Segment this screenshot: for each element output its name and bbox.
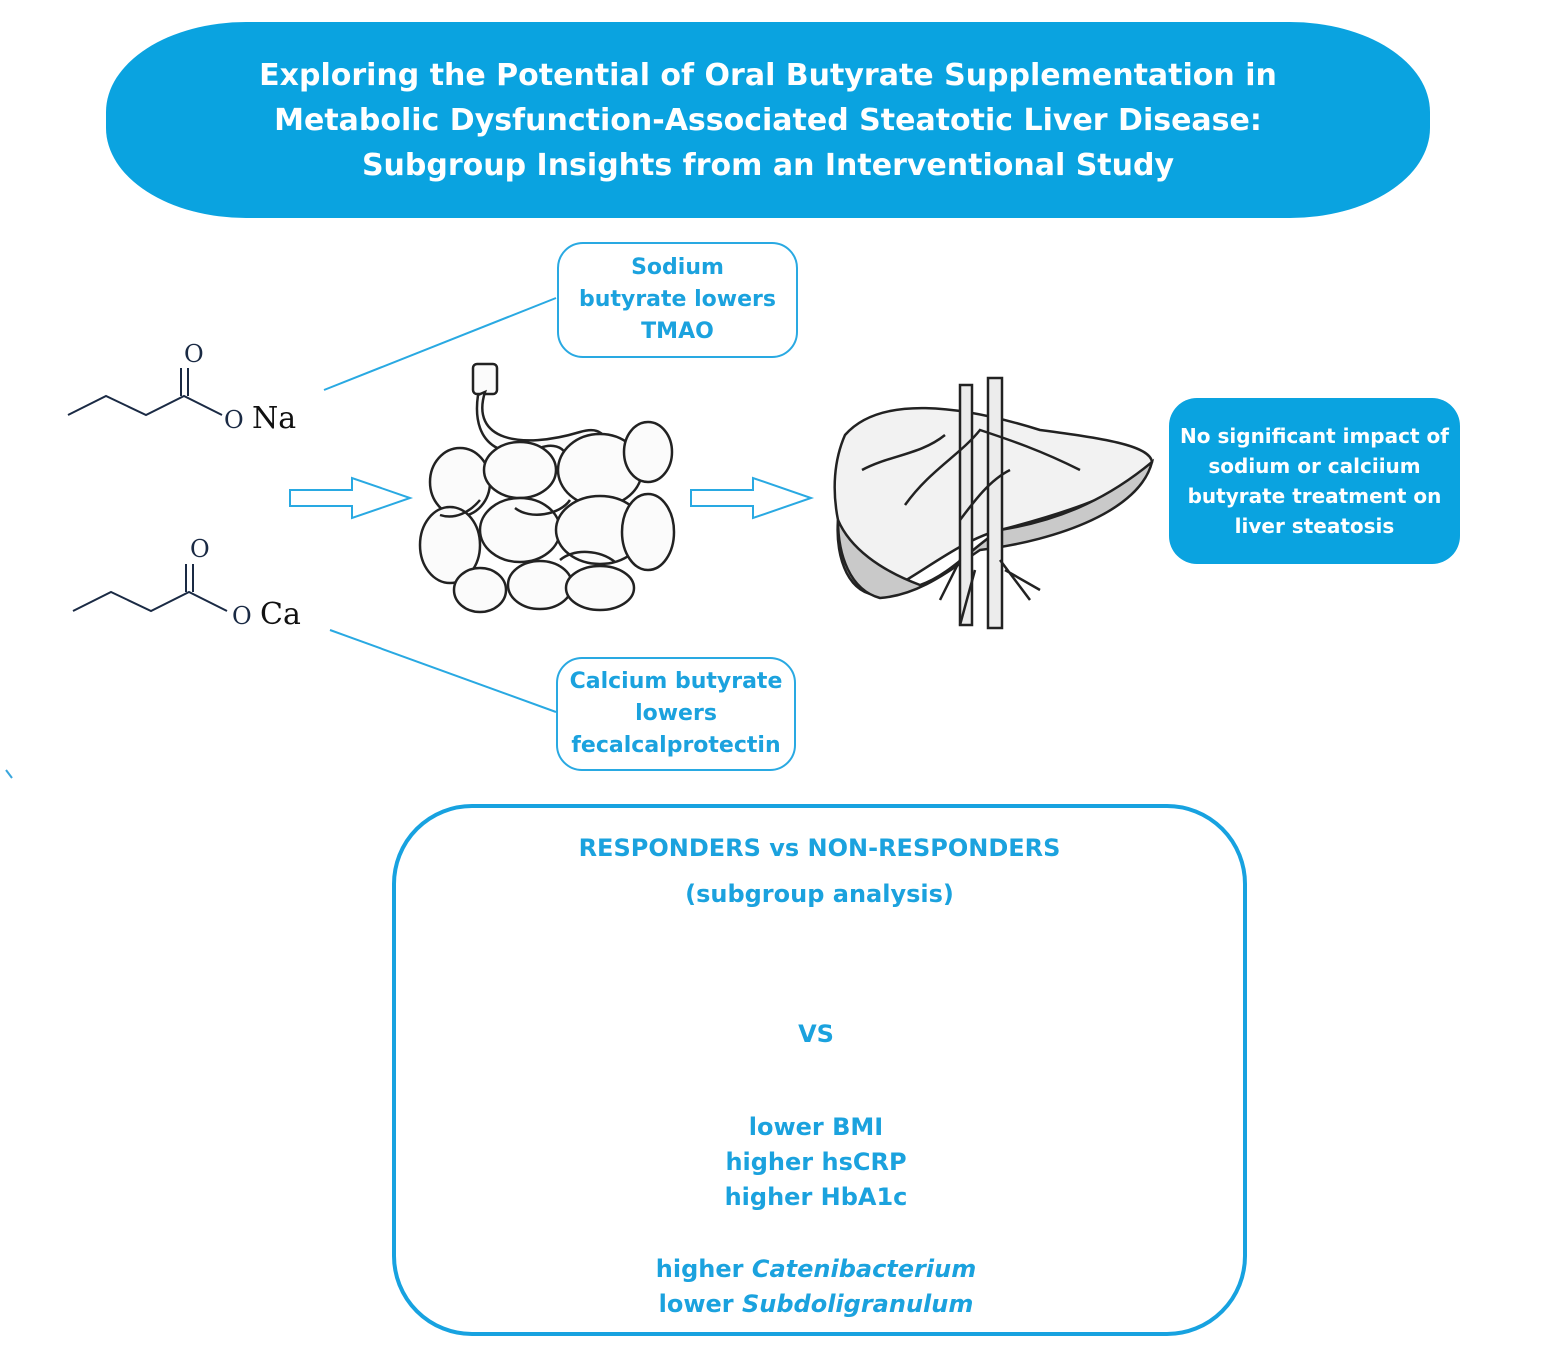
calcium-cation: Ca bbox=[260, 597, 301, 632]
calcium-butyrate-structure bbox=[72, 564, 228, 613]
intestine-illustration bbox=[418, 362, 676, 614]
calcium-ester-o: O bbox=[232, 602, 252, 630]
sodium-ester-o: O bbox=[224, 406, 244, 434]
clinical-findings: lower BMI higher hsCRP higher HbA1c bbox=[686, 1110, 946, 1215]
right-arrow-icon bbox=[690, 476, 815, 520]
stray-mark bbox=[5, 769, 13, 779]
taxa-finding: higher Catenibacterium bbox=[655, 1255, 977, 1283]
subgroup-subtitle: (subgroup analysis) bbox=[685, 880, 954, 908]
no-impact-text: No significant impact of sodium or calci… bbox=[1180, 424, 1449, 538]
sodium-finding-text: Sodium butyrate lowers TMAO bbox=[579, 255, 776, 344]
sodium-finding-box: Sodium butyrate lowers TMAO bbox=[557, 242, 798, 358]
clinical-finding: higher hsCRP bbox=[725, 1148, 907, 1176]
taxa-findings: higher Catenibacterium lower Subdoligran… bbox=[586, 1252, 1046, 1322]
connector-sodium bbox=[323, 297, 557, 391]
calcium-carbonyl-o: O bbox=[190, 535, 210, 563]
page-title: Exploring the Potential of Oral Butyrate… bbox=[259, 57, 1277, 183]
clinical-finding: lower BMI bbox=[748, 1113, 884, 1141]
sodium-cation: Na bbox=[252, 401, 296, 436]
connector-calcium bbox=[329, 629, 557, 713]
calcium-finding-box: Calcium butyrate lowers fecalcalprotecti… bbox=[556, 657, 796, 771]
title-banner: Exploring the Potential of Oral Butyrate… bbox=[106, 22, 1430, 218]
no-impact-box: No significant impact of sodium or calci… bbox=[1169, 398, 1460, 564]
subgroup-panel: RESPONDERS vs NON-RESPONDERS (subgroup a… bbox=[392, 804, 1247, 1336]
calcium-finding-text: Calcium butyrate lowers fecalcalprotecti… bbox=[569, 669, 783, 758]
genus-name: Subdoligranulum bbox=[741, 1290, 974, 1318]
liver-illustration bbox=[833, 376, 1155, 630]
sodium-carbonyl-o: O bbox=[184, 340, 204, 368]
vs-label: VS bbox=[798, 1020, 834, 1048]
genus-name: Catenibacterium bbox=[751, 1255, 977, 1283]
clinical-finding: higher HbA1c bbox=[724, 1183, 908, 1211]
sodium-butyrate-structure bbox=[67, 368, 223, 417]
subgroup-title: RESPONDERS vs NON-RESPONDERS bbox=[578, 834, 1061, 862]
right-arrow-icon bbox=[289, 476, 414, 520]
taxa-finding: lower Subdoligranulum bbox=[658, 1290, 974, 1318]
